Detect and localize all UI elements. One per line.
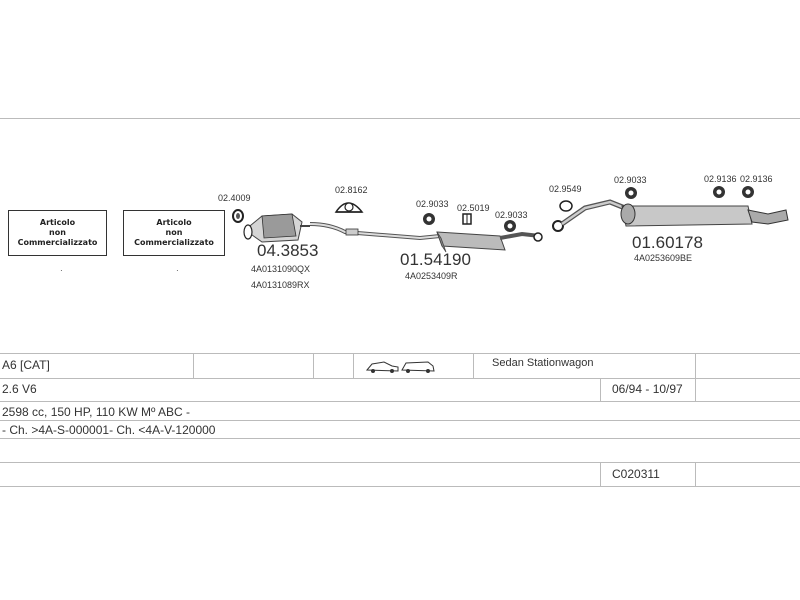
rubber-hanger-icon-e[interactable] — [742, 186, 754, 198]
part-number-01-54190[interactable]: 01.54190 — [400, 250, 471, 269]
col-divider-4 — [473, 353, 474, 378]
part-label-02-8162[interactable]: 02.8162 — [335, 185, 368, 195]
part-ref-4a0253609be: 4A0253609BE — [634, 253, 693, 263]
row-divider-3 — [0, 420, 800, 421]
part-label-02-9033-a[interactable]: 02.9033 — [416, 199, 449, 209]
col-divider-8 — [600, 462, 601, 486]
part-label-02-9549[interactable]: 02.9549 — [549, 184, 582, 194]
front-pipe-icon[interactable] — [309, 222, 441, 241]
chassis-range: - Ch. >4A-S-000001- Ch. <4A-V-120000 — [2, 423, 216, 437]
row-divider-4 — [0, 438, 800, 439]
col-divider-5 — [695, 353, 696, 378]
row-divider-2 — [0, 401, 800, 402]
part-number-04-3853[interactable]: 04.3853 — [257, 241, 319, 260]
part-ref-4a0131090qx: 4A0131090QX — [251, 264, 311, 274]
sedan-car-icon — [365, 361, 399, 373]
flange-clamp-icon[interactable] — [334, 202, 364, 213]
dot-left: · — [60, 266, 63, 275]
part-label-02-9136-b[interactable]: 02.9136 — [740, 174, 773, 184]
part-number-01-60178[interactable]: 01.60178 — [632, 233, 703, 252]
rubber-hanger-icon-b[interactable] — [504, 220, 516, 232]
part-label-02-5019[interactable]: 02.5019 — [457, 203, 490, 213]
engine-specs: 2598 cc, 150 HP, 110 KW Mº ABC - — [2, 405, 191, 419]
rubber-hanger-icon-a[interactable] — [423, 213, 435, 225]
not-available-box-right: Articolo non Commercializzato — [123, 210, 225, 256]
catalog-code: C020311 — [612, 467, 660, 481]
middle-muffler-icon[interactable] — [436, 231, 543, 253]
not-available-box-left: Articolo non Commercializzato — [8, 210, 107, 256]
production-years: 06/94 - 10/97 — [612, 382, 683, 396]
part-label-02-9033-c[interactable]: 02.9033 — [614, 175, 647, 185]
row-divider-5 — [0, 462, 800, 463]
row-divider-1 — [0, 378, 800, 379]
sealing-ring-icon[interactable] — [552, 200, 573, 232]
top-border — [0, 118, 800, 119]
rubber-hanger-icon-c[interactable] — [625, 187, 637, 199]
col-divider-9 — [695, 462, 696, 486]
gasket-icon[interactable] — [232, 209, 244, 223]
part-ref-4a0131089rx: 4A0131089RX — [251, 280, 310, 290]
col-divider-6 — [600, 378, 601, 401]
part-ref-4a0253409r: 4A0253409R — [405, 271, 458, 281]
col-divider-3 — [353, 353, 354, 378]
catalytic-converter-icon[interactable] — [243, 213, 310, 243]
diagram-bottom-border — [0, 353, 800, 354]
clip-icon[interactable] — [462, 213, 472, 225]
table-bottom-border — [0, 486, 800, 487]
dot-right: · — [176, 266, 179, 275]
rubber-hanger-icon-d[interactable] — [713, 186, 725, 198]
stationwagon-car-icon — [401, 361, 435, 373]
col-divider-7 — [695, 378, 696, 401]
part-label-02-9033-b[interactable]: 02.9033 — [495, 210, 528, 220]
part-label-02-9136-a[interactable]: 02.9136 — [704, 174, 737, 184]
col-divider-2 — [313, 353, 314, 378]
engine: 2.6 V6 — [2, 382, 37, 396]
part-label-02-4009[interactable]: 02.4009 — [218, 193, 251, 203]
body-types: Sedan Stationwagon — [492, 357, 594, 369]
vehicle-model: A6 [CAT] — [2, 358, 50, 372]
rear-muffler-icon[interactable] — [560, 199, 789, 227]
col-divider-1 — [193, 353, 194, 378]
